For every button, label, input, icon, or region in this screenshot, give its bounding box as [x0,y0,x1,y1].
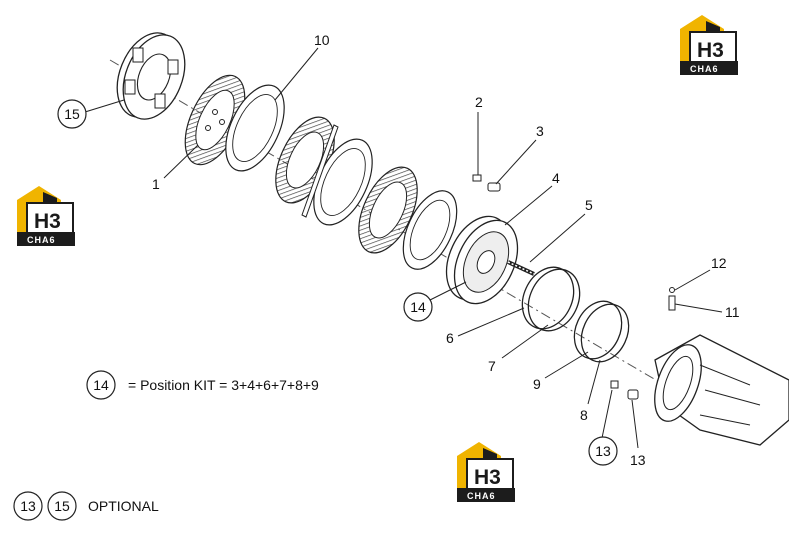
svg-text:14: 14 [410,299,426,315]
svg-text:H3: H3 [34,210,61,233]
h3-house-logo-icon: H3 CHA6 [456,441,516,503]
assembly-axis [109,59,691,401]
part-label-12: 12 [711,255,727,271]
part-2-bolt [472,174,482,182]
circled-label-13-footer: 13 [13,491,43,521]
svg-text:H3: H3 [474,466,501,489]
part-5-spring-bolt [507,260,535,276]
circled-label-14-mid: 14 [403,292,433,322]
part-4-piston-housing [445,215,519,305]
part-15-carrier-plate [116,32,186,120]
leader-lines [84,47,723,449]
circled-label-15-footer: 15 [47,491,77,521]
svg-text:15: 15 [54,498,70,514]
axle-housing-casting [654,334,789,446]
part-label-10: 10 [314,32,330,48]
part-label-5: 5 [585,197,593,213]
h3-house-logo-icon: H3 CHA6 [679,14,739,76]
part-label-9: 9 [533,376,541,392]
part-label-8: 8 [580,407,588,423]
circled-label-13-bottom: 13 [588,436,618,466]
svg-text:H3: H3 [697,39,724,62]
part-label-2: 2 [475,94,483,110]
part-label-6: 6 [446,330,454,346]
part-label-4: 4 [552,170,560,186]
part-8-9-seal-rings [573,300,630,363]
svg-text:13: 13 [595,443,611,459]
part-label-1: 1 [152,176,160,192]
part-11-12-bleeder [668,287,676,311]
part-10-steel-disc [225,84,285,172]
part-label-7: 7 [488,358,496,374]
kit-legend-text: = Position KIT = 3+4+6+7+8+9 [128,377,319,393]
part-label-11: 11 [725,304,740,320]
optional-legend-text: OPTIONAL [88,498,159,514]
svg-text:CHA6: CHA6 [467,491,496,501]
part-3-bushing [487,182,501,192]
svg-text:14: 14 [93,377,109,393]
circled-label-15-top: 15 [57,99,87,129]
part-label-3: 3 [536,123,544,139]
disc-stack-right [358,166,458,270]
disc-stack-middle [275,116,373,226]
h3-house-logo-icon: H3 CHA6 [16,185,76,247]
circled-label-14-legend: 14 [86,370,116,400]
part-label-13: 13 [630,452,646,468]
part-13-plugs [610,380,639,400]
svg-text:CHA6: CHA6 [690,64,719,74]
part-6-7-seal-rings [521,266,581,332]
svg-text:15: 15 [64,106,80,122]
svg-text:CHA6: CHA6 [27,235,56,245]
svg-text:13: 13 [20,498,36,514]
